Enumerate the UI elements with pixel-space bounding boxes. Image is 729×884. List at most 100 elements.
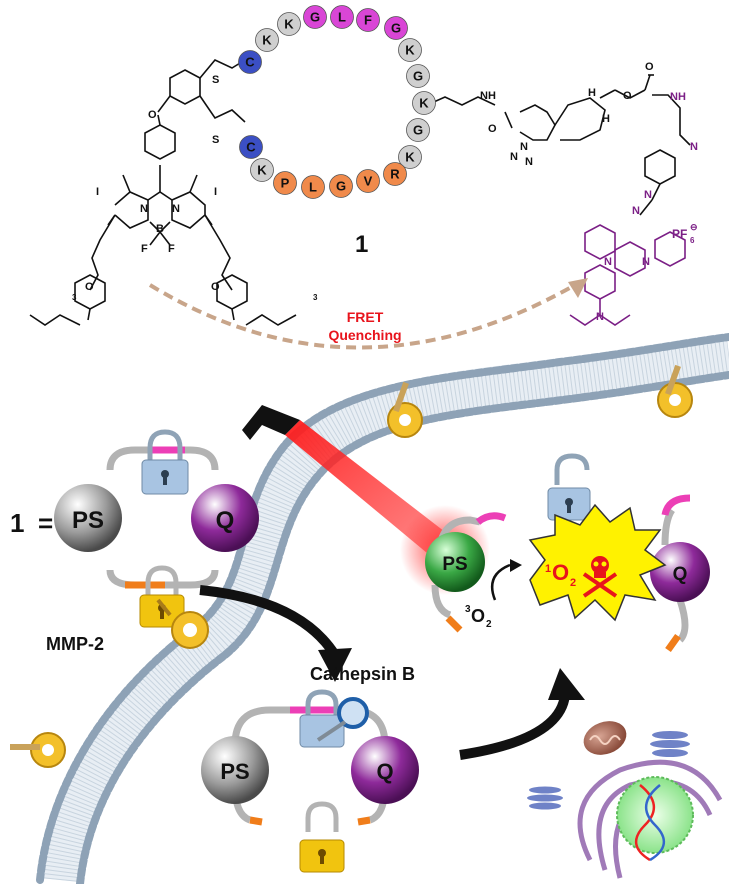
compound-number: 1 <box>355 231 368 258</box>
triplet-sub: 2 <box>486 619 492 630</box>
peptide-bottom-bead-label-4: G <box>336 179 346 194</box>
chem-f-left: F <box>141 243 148 255</box>
chem-o-carb: O <box>623 90 632 102</box>
peptide-bottom-bead-label-3: L <box>309 180 317 195</box>
chem-o-double: O <box>645 61 654 73</box>
chem-n-phen1: N <box>604 256 612 268</box>
arrow-head-activation <box>548 668 585 700</box>
peptide-bottom-bead-label-5: V <box>364 174 373 189</box>
singlet-main: O <box>552 560 569 585</box>
peptide-top-bead-11: K <box>398 145 422 169</box>
ps-label-activated: PS <box>442 554 467 575</box>
peptide-top-bead-8: G <box>406 64 430 88</box>
key-icon <box>657 364 693 418</box>
golgi-icon <box>650 731 690 757</box>
fret-label-1: FRET <box>347 309 384 325</box>
lock-icon <box>547 453 591 521</box>
chem-n-azo2: N <box>632 205 640 217</box>
svg-text:3: 3 <box>313 293 318 302</box>
probe-activated: PS Q <box>425 494 710 653</box>
chemical-structure: O S S N N I I B F F O 3 O 3 NH O N N N H… <box>29 59 698 326</box>
peptide-bottom-bead-5: V <box>356 169 380 193</box>
skull-icon <box>582 556 618 598</box>
peptide-top-bead-label-6: G <box>391 21 401 36</box>
q-label-intact: Q <box>216 507 235 534</box>
fret-arrow-head <box>568 278 588 298</box>
lock-icon <box>299 689 369 748</box>
peptide-top-bead-label-9: K <box>419 96 429 111</box>
chem-i-left: I <box>96 186 99 198</box>
arrow-to-cathepsin <box>199 585 340 658</box>
singlet-sup: 1 <box>545 563 551 575</box>
peptide-bottom-bead-0: C <box>239 135 263 159</box>
peptide-top-bead-9: K <box>412 91 436 115</box>
peptide-top-bead-label-5: F <box>364 13 372 28</box>
peptide-bottom-bead-2: P <box>273 171 297 195</box>
mitochondrion-icon <box>583 721 627 755</box>
peptide-top-bead-5: F <box>356 8 380 32</box>
peptide-top-bead-0: C <box>238 50 262 74</box>
chem-h1: H <box>588 87 596 99</box>
triplet-sup: 3 <box>465 604 471 615</box>
probe-cathepsin-stage: PS Q <box>201 706 419 826</box>
svg-text:O: O <box>85 281 94 293</box>
key-icon <box>387 381 423 438</box>
peptide-top-bead-label-0: C <box>245 55 255 70</box>
probe-intact: PS Q <box>54 446 259 589</box>
triplet-arrow <box>490 563 511 601</box>
chem-nh-top: NH <box>670 91 686 103</box>
peptide-top-bead-label-8: G <box>413 69 423 84</box>
peptide-bottom-bead-1: K <box>250 158 274 182</box>
peptide-top-bead-label-4: L <box>338 10 346 25</box>
peptide-bottom-bead-label-2: P <box>281 176 290 191</box>
peptide-top-bead-label-1: K <box>262 33 272 48</box>
peptide-top-bead-10: G <box>406 118 430 142</box>
peptide-bottom-bead-4: G <box>329 174 353 198</box>
chem-n-tri3: N <box>525 156 533 168</box>
peptide-top-bead-label-3: G <box>310 10 320 25</box>
peptide-top-bead-7: K <box>398 38 422 62</box>
peptide-top-bead-label-2: K <box>284 17 294 32</box>
chem-h2: H <box>602 113 610 125</box>
arrow-to-activation <box>459 694 570 760</box>
arrow-head-cathepsin <box>318 648 352 682</box>
chem-i-right: I <box>214 186 217 198</box>
ps-label-cathepsin: PS <box>220 759 249 784</box>
svg-text:6: 6 <box>690 236 695 245</box>
peptide-top-bead-4: L <box>330 5 354 29</box>
peptide-top-bead-label-11: K <box>405 150 415 165</box>
peptide-bottom-bead-3: L <box>301 175 325 199</box>
svg-text:3: 3 <box>72 293 77 302</box>
singlet-sub: 2 <box>570 577 576 589</box>
chem-n-a: N <box>140 203 148 215</box>
peptide-top-bead-1: K <box>255 28 279 52</box>
key-icon <box>156 598 209 649</box>
svg-text:O: O <box>211 281 220 293</box>
peptide-top-bead-label-10: G <box>413 123 423 138</box>
chem-nh-amide: NH <box>480 90 496 102</box>
chem-o-ether: O <box>148 109 157 121</box>
cathepsin-label: Cathepsin B <box>310 664 415 684</box>
bodipy-core <box>29 59 691 326</box>
chem-boron: B <box>156 223 164 235</box>
chem-s1: S <box>212 74 219 86</box>
fret-label-2: Quenching <box>328 327 401 343</box>
chem-pf6: PF 6 ⊖ <box>672 222 698 245</box>
chem-f-right: F <box>168 243 175 255</box>
peptide-top-bead-2: K <box>277 12 301 36</box>
chem-n-methyl: N <box>690 141 698 153</box>
peptide-bottom-bead-label-6: R <box>390 167 400 182</box>
chem-n-phen2: N <box>642 256 650 268</box>
nucleus-icon <box>616 776 694 854</box>
chem-o-amide: O <box>488 123 497 135</box>
chem-s2: S <box>212 134 219 146</box>
cell-membrane <box>36 333 729 884</box>
chem-peg-left: O 3 <box>72 281 94 302</box>
svg-text:PF: PF <box>672 227 687 241</box>
peptide-bottom-bead-label-1: K <box>257 163 267 178</box>
key-icon <box>10 732 66 768</box>
triplet-main: O <box>471 606 485 626</box>
equation-lhs: 1 <box>10 508 24 538</box>
